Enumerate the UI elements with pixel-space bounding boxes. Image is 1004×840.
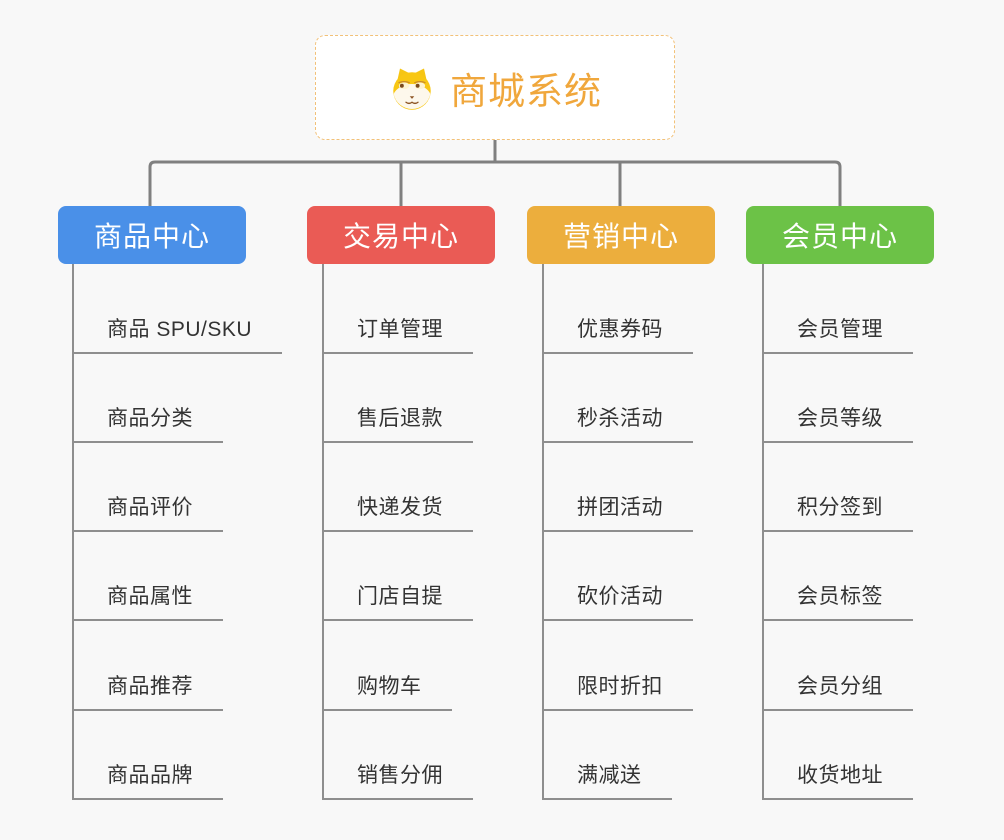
child-topic[interactable]: 积分签到 <box>763 491 913 532</box>
child-topic[interactable]: 商品分类 <box>73 402 223 443</box>
branch-children-line <box>72 264 74 800</box>
branch-children-line <box>322 264 324 800</box>
child-topic[interactable]: 限时折扣 <box>543 670 693 711</box>
child-topic[interactable]: 售后退款 <box>323 402 473 443</box>
child-topic[interactable]: 会员标签 <box>763 580 913 621</box>
child-topic[interactable]: 商品品牌 <box>73 759 223 800</box>
branch-topic[interactable]: 会员中心 <box>746 206 934 264</box>
child-topic[interactable]: 商品评价 <box>73 491 223 532</box>
child-topic[interactable]: 会员分组 <box>763 670 913 711</box>
child-topic[interactable]: 秒杀活动 <box>543 402 693 443</box>
branch-children-line <box>762 264 764 800</box>
branch-bus-line <box>148 160 842 207</box>
child-topic[interactable]: 满减送 <box>543 759 672 800</box>
child-topic[interactable]: 商品属性 <box>73 580 223 621</box>
child-topic[interactable]: 门店自提 <box>323 580 473 621</box>
branch-topic[interactable]: 营销中心 <box>527 206 715 264</box>
branch-topic[interactable]: 商品中心 <box>58 206 246 264</box>
child-topic[interactable]: 拼团活动 <box>543 491 693 532</box>
child-topic[interactable]: 会员等级 <box>763 402 913 443</box>
root-topic-label: 商城系统 <box>450 70 602 112</box>
branch-children-line <box>542 264 544 800</box>
branch-topic[interactable]: 交易中心 <box>307 206 495 264</box>
child-topic[interactable]: 砍价活动 <box>543 580 693 621</box>
root-topic[interactable]: 商城系统 <box>315 35 675 140</box>
child-topic[interactable]: 优惠券码 <box>543 313 693 354</box>
shiba-dog-icon <box>393 68 431 110</box>
child-topic[interactable]: 销售分佣 <box>323 759 473 800</box>
child-topic[interactable]: 商品 SPU/SKU <box>73 313 283 354</box>
child-topic[interactable]: 快递发货 <box>323 491 473 532</box>
child-topic[interactable]: 商品推荐 <box>73 670 223 711</box>
child-topic[interactable]: 收货地址 <box>763 759 913 800</box>
child-topic[interactable]: 购物车 <box>323 670 452 711</box>
child-topic[interactable]: 订单管理 <box>323 313 473 354</box>
child-topic[interactable]: 会员管理 <box>763 313 913 354</box>
